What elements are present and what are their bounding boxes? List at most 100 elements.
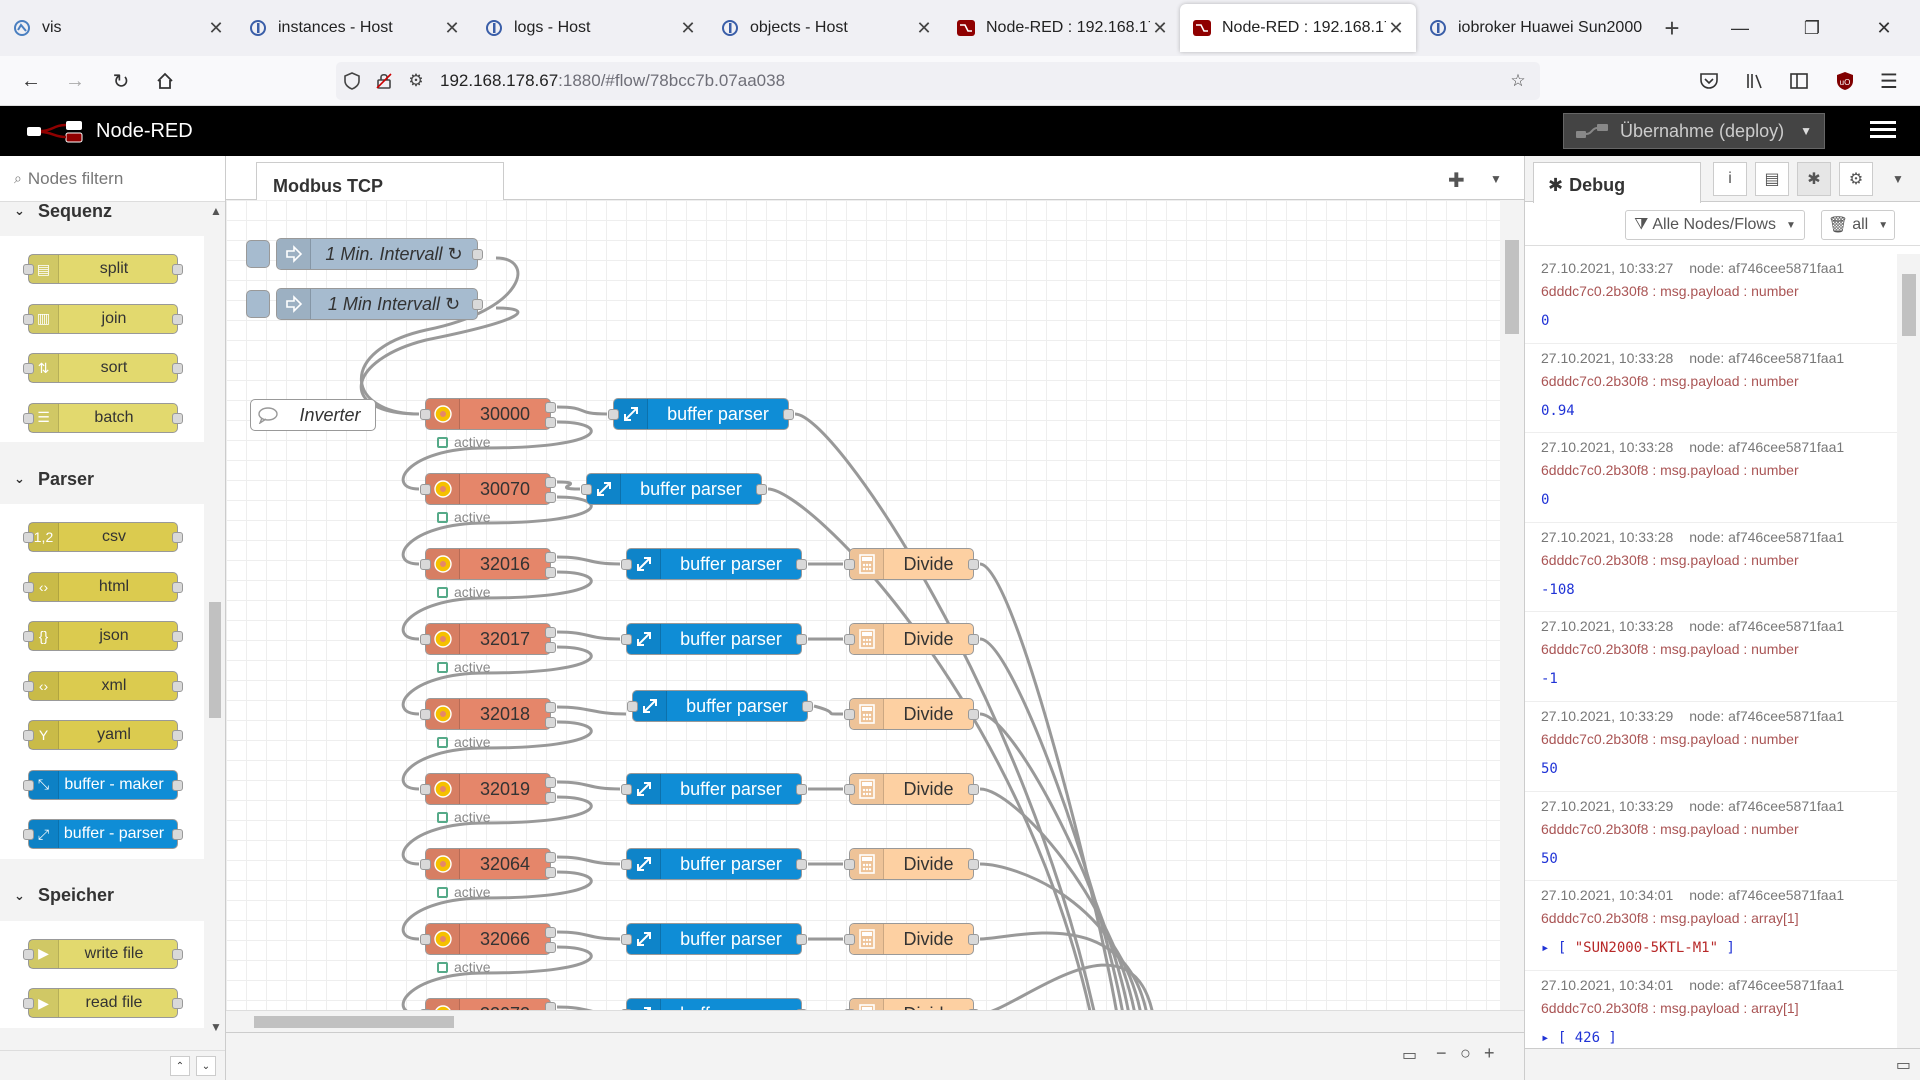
inject-node[interactable]: 1 Min. Intervall ↻: [276, 238, 483, 270]
divide-node[interactable]: Divide: [844, 923, 979, 955]
close-icon[interactable]: ✕: [916, 17, 932, 38]
palette-node[interactable]: ▶read file: [23, 988, 183, 1018]
close-icon[interactable]: ✕: [444, 17, 460, 38]
output-port[interactable]: [796, 859, 807, 870]
input-port[interactable]: [420, 709, 431, 720]
flow-wire[interactable]: [556, 480, 581, 491]
output-port[interactable]: [796, 1009, 807, 1010]
input-port[interactable]: [420, 484, 431, 495]
output-port[interactable]: [545, 642, 556, 653]
debug-message[interactable]: 27.10.2021, 10:34:01 node: af746cee5871f…: [1525, 881, 1897, 971]
modbus-node-30000[interactable]: 30000: [420, 398, 556, 430]
palette-node[interactable]: ▤split: [23, 254, 183, 284]
info-icon[interactable]: i: [1713, 162, 1747, 196]
output-port[interactable]: [968, 634, 979, 645]
library-icon[interactable]: [1740, 66, 1770, 96]
output-port[interactable]: [968, 559, 979, 570]
input-port[interactable]: [621, 784, 632, 795]
flow-wire[interactable]: [556, 555, 621, 566]
output-port[interactable]: [796, 934, 807, 945]
output-port[interactable]: [968, 709, 979, 720]
output-port[interactable]: [968, 934, 979, 945]
output-port[interactable]: [545, 1002, 556, 1010]
flow-wire[interactable]: [979, 562, 1118, 1010]
new-tab-button[interactable]: +: [1664, 12, 1680, 43]
debug-message[interactable]: 27.10.2021, 10:33:29 node: af746cee5871f…: [1525, 702, 1897, 792]
scroll-down-icon[interactable]: ▼: [210, 1020, 222, 1034]
address-bar[interactable]: ⚙ 192.168.178.67:1880/#flow/78bcc7b.07aa…: [336, 62, 1540, 100]
close-window-icon[interactable]: ✕: [1876, 17, 1892, 38]
permissions-icon[interactable]: ⚙: [408, 71, 424, 90]
debug-clear-button[interactable]: 🗑all▼: [1821, 210, 1895, 240]
input-port[interactable]: [844, 934, 855, 945]
flow-wire[interactable]: [556, 705, 627, 716]
debug-filter-button[interactable]: ⧩Alle Nodes/Flows▼: [1625, 210, 1805, 240]
output-port[interactable]: [796, 559, 807, 570]
divide-node[interactable]: Divide: [844, 998, 979, 1010]
close-icon[interactable]: ✕: [680, 17, 696, 38]
flow-wire[interactable]: [556, 405, 608, 416]
output-port[interactable]: [545, 417, 556, 428]
input-port[interactable]: [844, 709, 855, 720]
buffer-parser-node[interactable]: buffer parser: [621, 773, 807, 805]
output-port[interactable]: [783, 409, 794, 420]
home-icon[interactable]: [150, 66, 180, 96]
tab-modbus-tcp[interactable]: Modbus TCP: [256, 162, 504, 201]
input-port[interactable]: [621, 559, 632, 570]
buffer-parser-node[interactable]: buffer parser: [621, 548, 807, 580]
input-port[interactable]: [844, 1009, 855, 1010]
forward-arrow-icon[interactable]: →: [65, 69, 85, 92]
modbus-node-32018[interactable]: 32018: [420, 698, 556, 730]
canvas-vscroll-thumb[interactable]: [1505, 240, 1519, 334]
flow-wire[interactable]: [401, 645, 593, 716]
ublock-icon[interactable]: uO: [1830, 66, 1860, 96]
bug-tab-icon[interactable]: ✱: [1797, 162, 1831, 196]
flow-wire[interactable]: [556, 780, 621, 791]
palette-node[interactable]: ⇅sort: [23, 353, 183, 383]
close-icon[interactable]: ✕: [1152, 17, 1168, 38]
browser-tab-instances[interactable]: instances - Host ✕: [236, 0, 472, 56]
flow-wire[interactable]: [794, 412, 1096, 1010]
close-icon[interactable]: ✕: [208, 17, 224, 38]
input-port[interactable]: [420, 634, 431, 645]
palette-node[interactable]: ⤡buffer - maker: [23, 769, 183, 800]
output-port[interactable]: [545, 702, 556, 713]
input-port[interactable]: [420, 859, 431, 870]
modbus-node-32016[interactable]: 32016: [420, 548, 556, 580]
back-arrow-icon[interactable]: ←: [21, 69, 41, 92]
restore-icon[interactable]: ❐: [1803, 17, 1821, 38]
palette-category-header[interactable]: ⌄Speicher: [0, 881, 204, 911]
modbus-node-30070[interactable]: 30070: [420, 473, 556, 505]
modbus-node-32017[interactable]: 32017: [420, 623, 556, 655]
pocket-icon[interactable]: [1694, 66, 1724, 96]
buffer-parser-node[interactable]: buffer parser: [621, 923, 807, 955]
bookmark-star-icon[interactable]: ☆: [1510, 71, 1526, 90]
palette-node[interactable]: ▶write file: [23, 938, 183, 969]
input-port[interactable]: [844, 784, 855, 795]
palette-node[interactable]: ▥join: [23, 303, 183, 334]
output-port[interactable]: [545, 867, 556, 878]
divide-node[interactable]: Divide: [844, 548, 979, 580]
flow-list-chevron-icon[interactable]: ▼: [1490, 172, 1502, 186]
debug-message-node[interactable]: node: af746cee5871faa1: [1689, 887, 1845, 904]
flow-wire[interactable]: [979, 712, 1130, 1010]
output-port[interactable]: [545, 852, 556, 863]
shield-icon[interactable]: [336, 72, 368, 90]
flow-wire[interactable]: [979, 787, 1136, 1010]
flow-wire[interactable]: [980, 963, 1154, 1010]
zoom-reset-icon[interactable]: ○: [1460, 1043, 1471, 1063]
palette-category-header[interactable]: ⌄Parser: [0, 464, 204, 494]
flow-wire[interactable]: [401, 720, 593, 791]
canvas-vertical-scrollbar[interactable]: [1500, 200, 1524, 1010]
output-port[interactable]: [968, 859, 979, 870]
output-port[interactable]: [545, 402, 556, 413]
flow-wire[interactable]: [813, 704, 844, 716]
output-port[interactable]: [968, 1009, 979, 1010]
input-port[interactable]: [420, 784, 431, 795]
output-port[interactable]: [545, 927, 556, 938]
flow-wire[interactable]: [401, 795, 593, 866]
output-port[interactable]: [545, 792, 556, 803]
zoom-in-icon[interactable]: +: [1484, 1043, 1495, 1063]
input-port[interactable]: [844, 559, 855, 570]
